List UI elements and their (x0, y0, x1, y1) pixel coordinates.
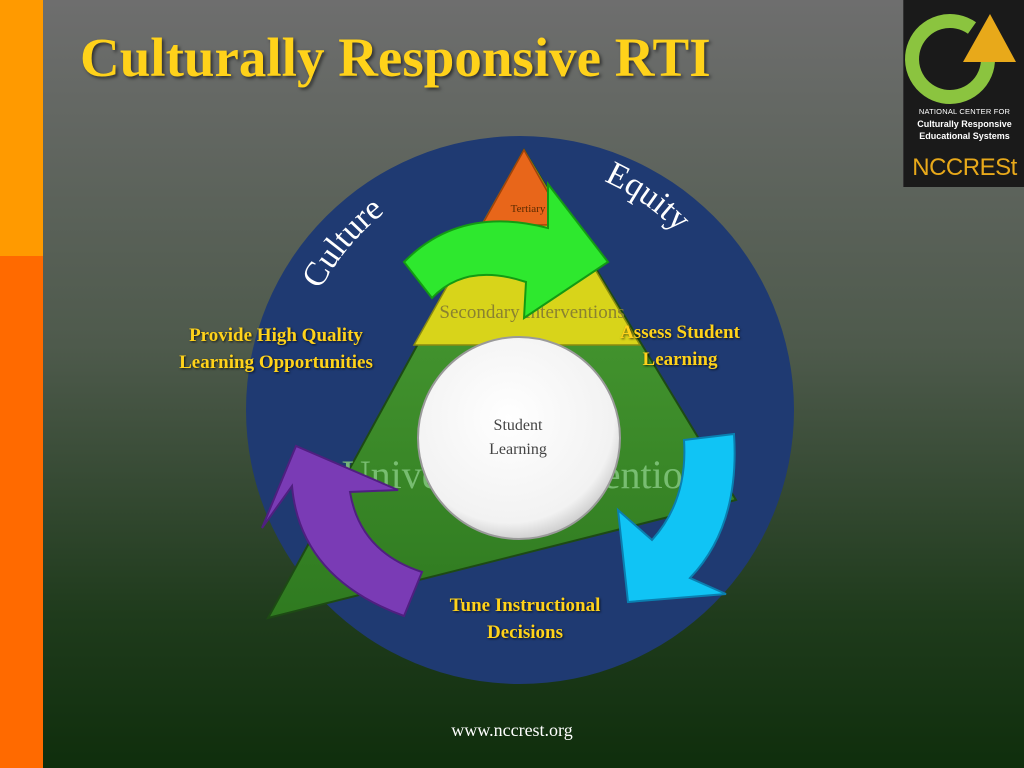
footer-url: www.nccrest.org (451, 720, 573, 740)
label-tune-decisions: Tune Instructional Decisions (420, 592, 630, 646)
logo-name: NCCRESt (912, 154, 1017, 181)
cycle-arrow-right (616, 432, 736, 604)
center-circle (417, 336, 621, 540)
label-provide-line-2: Learning Opportunities (179, 352, 373, 373)
page-title: Culturally Responsive RTI (80, 27, 711, 88)
logo-text: NATIONAL CENTER FOR Culturally Responsiv… (904, 106, 1024, 142)
label-assess-learning: Assess Student Learning (600, 319, 760, 373)
logo-emblem-icon (905, 14, 1016, 104)
cycle-arrow-top (402, 181, 610, 320)
logo-line-3: Educational Systems (919, 131, 1010, 141)
center-text-line-1: Student (494, 417, 543, 434)
side-accent-bar-top (0, 0, 43, 256)
label-assess-line-1: Assess Student (620, 322, 740, 343)
center-text-line-2: Learning (489, 441, 547, 458)
label-provide-line-1: Provide High Quality (189, 325, 363, 346)
nccrest-logo: NATIONAL CENTER FOR Culturally Responsiv… (903, 0, 1024, 187)
label-tune-line-2: Decisions (487, 622, 563, 643)
tier-tertiary-label: Tertiary (511, 203, 546, 215)
logo-line-2: Culturally Responsive (917, 119, 1012, 129)
label-tune-line-1: Tune Instructional (449, 595, 601, 616)
label-provide-learning: Provide High Quality Learning Opportunit… (160, 322, 392, 376)
side-accent-bar-bottom (0, 256, 43, 768)
logo-line-1: NATIONAL CENTER FOR (918, 107, 1011, 116)
cycle-arrow-left (261, 444, 424, 618)
label-assess-line-2: Learning (642, 349, 718, 370)
